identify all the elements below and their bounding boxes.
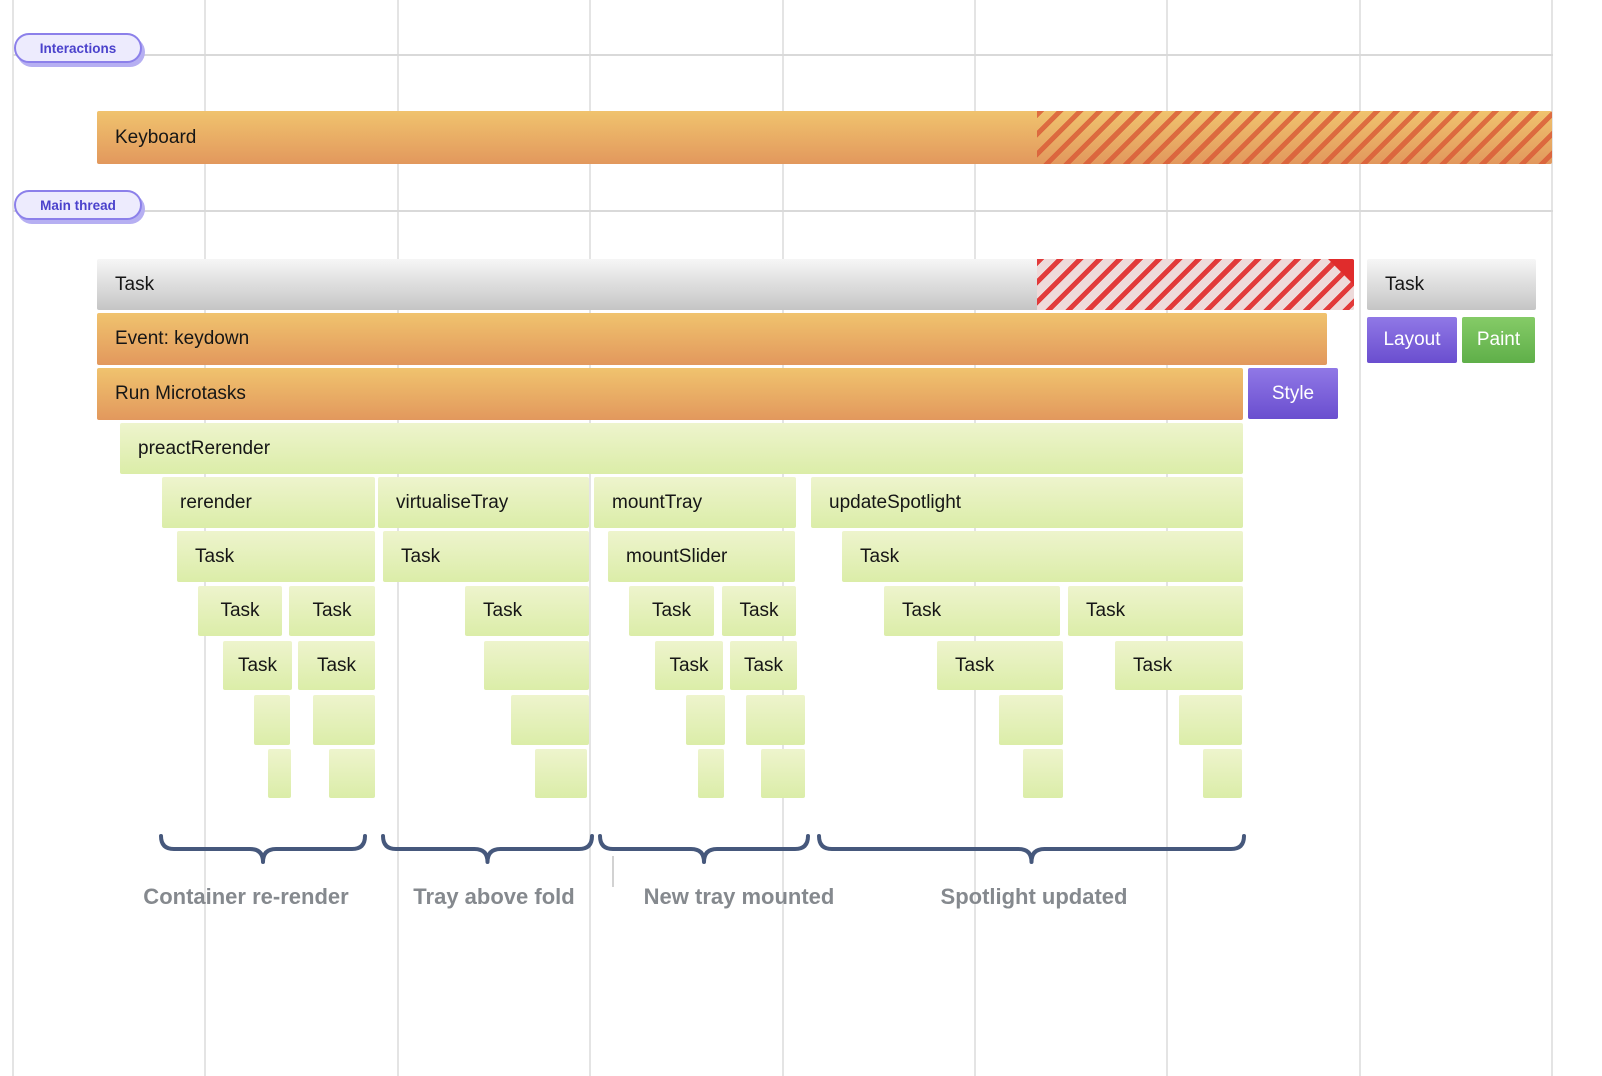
- main-task-span[interactable]: Task: [97, 259, 1354, 310]
- vertical-gridline: [589, 0, 591, 1076]
- main-thread-track-pill-label: Main thread: [40, 197, 116, 213]
- subtask-span[interactable]: [484, 641, 589, 690]
- brace: [817, 834, 1246, 864]
- interactions-track-pill-label: Interactions: [39, 40, 117, 56]
- vertical-gridline: [12, 0, 14, 1076]
- subtask-span[interactable]: [1179, 695, 1242, 745]
- event-keydown-span[interactable]: Event: keydown: [97, 313, 1327, 365]
- task-span[interactable]: Task: [1068, 586, 1243, 636]
- subtask-span[interactable]: [268, 749, 291, 798]
- subtask-span[interactable]: [698, 749, 724, 798]
- tick-mark: [612, 856, 614, 887]
- horizontal-gridline: [13, 210, 1553, 212]
- vertical-gridline: [1359, 0, 1361, 1076]
- subtask-span[interactable]: [1023, 749, 1063, 798]
- main-thread-track-pill[interactable]: Main thread: [14, 190, 142, 220]
- interactions-track-pill[interactable]: Interactions: [14, 33, 142, 63]
- subtask-span[interactable]: [999, 695, 1063, 745]
- orange-hatch-overlay: [1037, 111, 1552, 164]
- subtask-span[interactable]: [761, 749, 805, 798]
- subtask-span[interactable]: [535, 749, 587, 798]
- subtask-span[interactable]: [511, 695, 589, 745]
- vertical-gridline: [1551, 0, 1553, 1076]
- annotation-label: New tray mounted: [643, 884, 835, 909]
- subtask-span[interactable]: [1203, 749, 1242, 798]
- annotation-label: Tray above fold: [413, 884, 575, 909]
- subtask-span[interactable]: [686, 695, 725, 745]
- subtask-span[interactable]: [746, 695, 805, 745]
- subtask-span[interactable]: [254, 695, 290, 745]
- annotation-label: Spotlight updated: [940, 884, 1128, 909]
- virtualise-tray-span[interactable]: virtualiseTray: [378, 477, 589, 528]
- subtask-span[interactable]: [313, 695, 375, 745]
- annotation-label: Container re-render: [143, 884, 349, 909]
- horizontal-gridline: [13, 54, 1553, 56]
- subtask-span[interactable]: [329, 749, 375, 798]
- brace: [598, 834, 810, 864]
- red-corner-triangle: [1328, 259, 1354, 285]
- brace: [381, 834, 594, 864]
- preact-rerender-span[interactable]: preactRerender: [120, 423, 1243, 474]
- red-hatch-overlay: [1037, 259, 1354, 310]
- brace: [159, 834, 367, 864]
